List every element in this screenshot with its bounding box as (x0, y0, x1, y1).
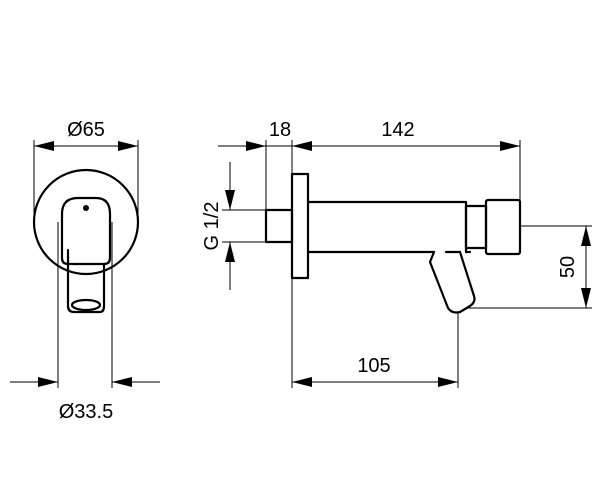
dim-18-arrow-left (246, 141, 266, 151)
dim-335-arrow-right (112, 377, 132, 387)
side-push-button (464, 204, 488, 250)
front-view: Ø65 Ø33.5 (10, 119, 160, 423)
dim-height-label: 50 (557, 256, 579, 278)
dim-335-arrow-left (38, 377, 58, 387)
dim-total-length-label: 142 (381, 119, 414, 141)
dim-front-diameter-label: Ø65 (67, 119, 105, 141)
dim-g12-arrow-bottom (225, 242, 235, 262)
dim-spout-diameter-label: Ø33.5 (59, 401, 113, 423)
dim-flange-thickness-label: 18 (269, 119, 291, 141)
dim-projection-label: 105 (357, 355, 390, 377)
dim-thread-size-label: G 1/2 (201, 202, 223, 251)
dim-50-arrow-bottom (581, 288, 591, 308)
front-indicator-dot (83, 205, 89, 211)
side-flange (290, 172, 310, 280)
side-view: G 1/2 18 142 105 50 (201, 119, 592, 388)
side-thread-connector (264, 208, 294, 244)
side-push-cap (484, 198, 522, 256)
dim-105-arrow-right (438, 377, 458, 387)
dim-65-arrow-left (34, 141, 54, 151)
dim-g12-arrow-top (225, 190, 235, 210)
side-body-tube (306, 200, 472, 254)
dim-142-arrow-right (500, 141, 520, 151)
dim-105-arrow-left (292, 377, 312, 387)
front-rosette-circle (32, 168, 140, 276)
front-spout-tube (66, 248, 106, 314)
front-spout-outlet (70, 298, 102, 312)
front-body-outline (60, 196, 112, 266)
side-angled-spout (428, 250, 476, 314)
dim-50-arrow-top (581, 226, 591, 246)
dim-65-arrow-right (118, 141, 138, 151)
